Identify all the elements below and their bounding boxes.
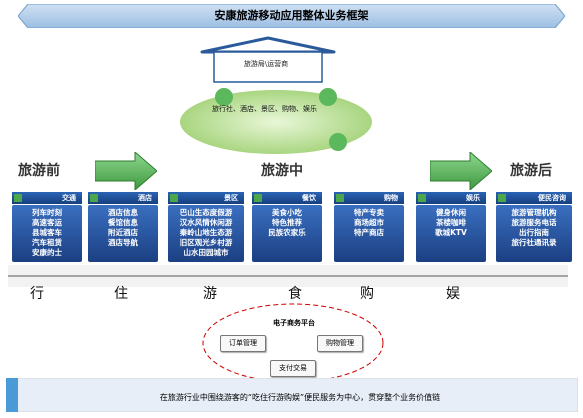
category-item[interactable]: 特色推荐	[272, 218, 302, 227]
category-column: 购物特产专卖商场超市特产商店	[334, 192, 404, 262]
title-banner	[18, 4, 565, 28]
category-item[interactable]: 美食小吃	[272, 208, 302, 217]
category-body	[88, 205, 158, 262]
category-column: 娱乐健身休闲茶楼咖啡歌城KTV	[416, 192, 486, 262]
category-body	[252, 205, 322, 262]
category-item[interactable]: 高速客运	[32, 218, 62, 227]
category-item[interactable]: 茶楼咖啡	[436, 218, 466, 227]
category-marker-icon	[170, 194, 178, 202]
category-item[interactable]: 酒店信息	[108, 208, 138, 217]
category-body	[496, 205, 572, 262]
timeline-char: 行	[30, 286, 44, 302]
category-item[interactable]: 特产专卖	[354, 208, 384, 217]
arrow-right-icon	[430, 152, 492, 190]
category-column: 餐饮美食小吃特色推荐民族农家乐	[252, 192, 322, 262]
category-item[interactable]: 旅游服务电话	[511, 218, 557, 227]
timeline	[8, 265, 568, 287]
category-item[interactable]: 山水田园城市	[183, 248, 229, 257]
category-body	[334, 205, 404, 262]
category-header[interactable]: 餐饮	[252, 192, 322, 204]
category-header[interactable]: 交通	[12, 192, 82, 204]
partners-text: 旅行社、酒店、景区、购物、娱乐	[212, 105, 317, 113]
category-marker-icon	[90, 194, 98, 202]
footer-bar	[6, 378, 578, 412]
phase-before: 旅游前	[18, 163, 60, 179]
category-item[interactable]: 旧区观光乡村游	[179, 238, 233, 247]
category-column: 景区巴山生态度假游汉水风情休闲游秦岭山地生态游旧区观光乡村游山水田园城市	[168, 192, 244, 262]
house-shape	[200, 36, 336, 83]
category-item[interactable]: 出行指南	[519, 228, 549, 237]
category-marker-icon	[336, 194, 344, 202]
category-header[interactable]: 便民咨询	[496, 192, 572, 204]
shopping-management-box[interactable]: 购物管理	[317, 335, 363, 352]
category-marker-icon	[14, 194, 22, 202]
category-item[interactable]: 汽车租赁	[32, 238, 62, 247]
category-item[interactable]: 列车时刻	[32, 208, 62, 217]
category-column: 便民咨询旅游管理机构旅游服务电话出行指南旅行社通讯录	[496, 192, 572, 262]
category-item[interactable]: 汉水风情休闲游	[179, 218, 233, 227]
category-item[interactable]: 餐馆信息	[108, 218, 138, 227]
category-item[interactable]: 健身休闲	[436, 208, 466, 217]
payment-box[interactable]: 支付交易	[270, 360, 316, 377]
category-header[interactable]: 购物	[334, 192, 404, 204]
ecommerce-title: 电子商务平台	[273, 319, 315, 327]
category-item[interactable]: 秦岭山地生态游	[179, 228, 233, 237]
category-item[interactable]: 安康的士	[32, 248, 62, 257]
arrow-right-icon	[95, 152, 157, 190]
category-item[interactable]: 商场超市	[354, 218, 384, 227]
timeline-char: 娱	[446, 286, 460, 302]
operator-label: 旅游局\运营商	[243, 60, 289, 68]
category-body	[12, 205, 82, 262]
footer-text: 在旅游行业中围绕游客的“吃住行游购娱”便民服务为中心，贯穿整个业务价值链	[159, 393, 441, 402]
timeline-char: 住	[114, 286, 128, 302]
timeline-char: 游	[203, 286, 217, 302]
category-marker-icon	[418, 194, 426, 202]
category-item[interactable]: 民族农家乐	[268, 228, 306, 237]
category-item[interactable]: 歌城KTV	[435, 228, 467, 237]
category-column: 酒店酒店信息餐馆信息附近酒店酒店导航	[88, 192, 158, 262]
partners-oval	[180, 88, 372, 154]
category-item[interactable]: 旅行社通讯录	[511, 238, 557, 247]
category-header[interactable]: 娱乐	[416, 192, 486, 204]
phase-after: 旅游后	[510, 163, 552, 179]
category-header[interactable]: 酒店	[88, 192, 158, 204]
category-item[interactable]: 县城客车	[32, 228, 62, 237]
category-item[interactable]: 旅游管理机构	[511, 208, 557, 217]
category-column: 交通列车时刻高速客运县城客车汽车租赁安康的士	[12, 192, 82, 262]
category-body	[416, 205, 486, 262]
category-item[interactable]: 特产商店	[354, 228, 384, 237]
phase-during: 旅游中	[261, 163, 303, 179]
timeline-char: 购	[360, 286, 374, 302]
category-marker-icon	[254, 194, 262, 202]
category-body	[168, 205, 244, 262]
category-header[interactable]: 景区	[168, 192, 244, 204]
category-item[interactable]: 附近酒店	[108, 228, 138, 237]
order-management-box[interactable]: 订单管理	[220, 335, 266, 352]
timeline-char: 食	[288, 286, 302, 302]
page-title: 安康旅游移动应用整体业务框架	[214, 9, 369, 22]
category-item[interactable]: 酒店导航	[108, 238, 138, 247]
category-marker-icon	[498, 194, 506, 202]
category-item[interactable]: 巴山生态度假游	[179, 208, 233, 217]
